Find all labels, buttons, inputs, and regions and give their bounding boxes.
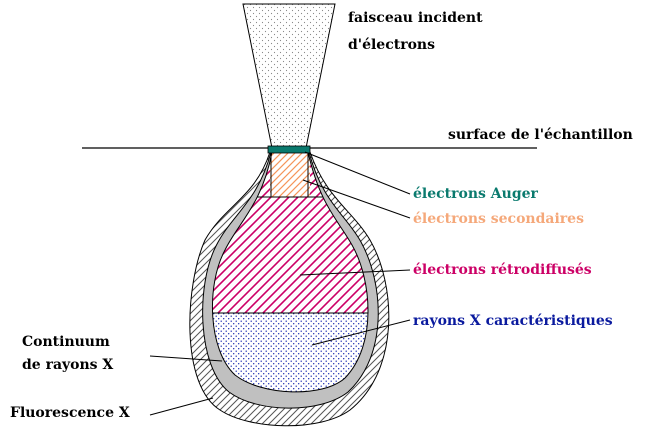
continuum-label-line1: Continuum — [22, 334, 110, 351]
auger-label: électrons Auger — [413, 186, 538, 203]
electron-beam — [243, 4, 335, 148]
backscattered-label: électrons rétrodiffusés — [413, 262, 592, 279]
fluorescence-leader — [150, 398, 213, 415]
secondary-electron-region — [270, 152, 310, 197]
fluorescence-label: Fluorescence X — [10, 405, 130, 422]
secondary-label: électrons secondaires — [413, 211, 584, 228]
characteristic-xray-label: rayons X caractéristiques — [413, 313, 613, 330]
continuum-label-line2: de rayons X — [22, 357, 113, 374]
surface-label: surface de l'échantillon — [448, 127, 633, 144]
beam-label-line2: d'électrons — [348, 37, 435, 54]
beam-label-line1: faisceau incident — [348, 10, 483, 27]
auger-layer — [268, 146, 310, 153]
